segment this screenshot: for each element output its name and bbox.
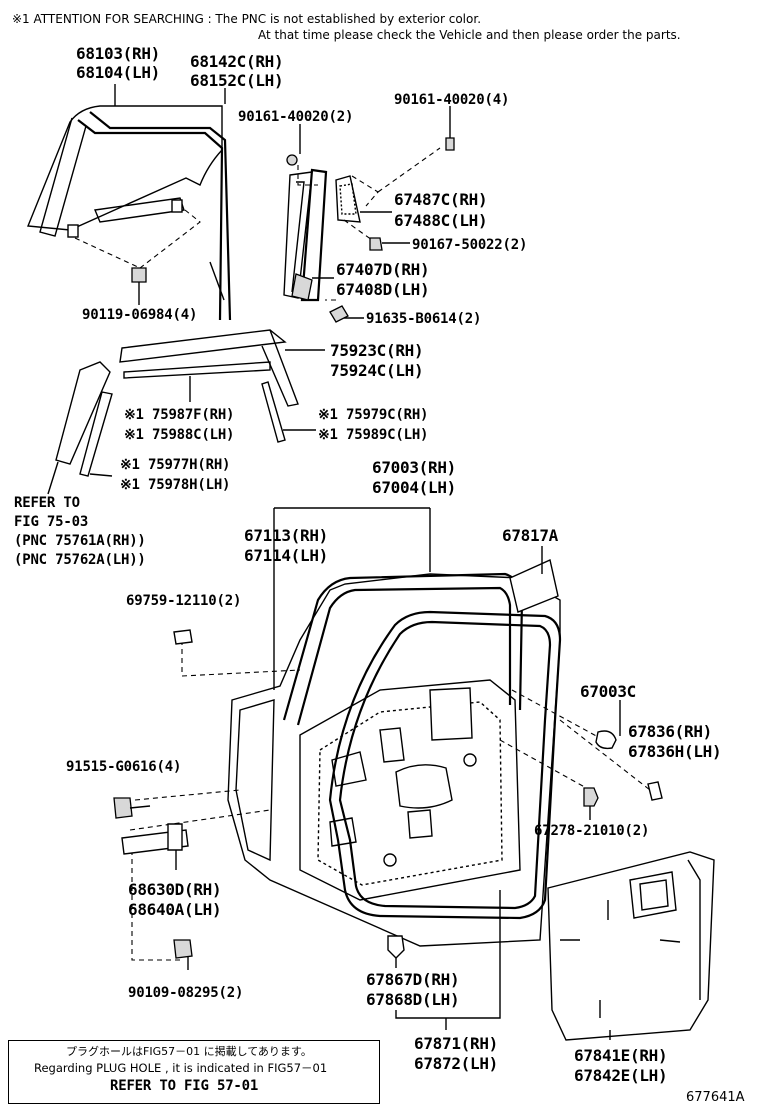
part-90119[interactable]: 90119-06984(4) <box>82 307 198 323</box>
attention-note-line-2: At that time please check the Vehicle an… <box>258 28 681 42</box>
part-68104[interactable]: 68104(LH) <box>76 63 160 82</box>
attention-note-line-1: ※1 ATTENTION FOR SEARCHING : The PNC is … <box>12 12 482 26</box>
part-69759[interactable]: 69759-12110(2) <box>126 593 242 609</box>
part-90161-4[interactable]: 90161-40020(4) <box>394 92 510 108</box>
part-68152c[interactable]: 68152C(LH) <box>190 71 284 90</box>
part-75988c[interactable]: ※1 75988C(LH) <box>124 427 235 443</box>
door-panel-drawing <box>129 572 651 961</box>
part-67408d[interactable]: 67408D(LH) <box>336 280 430 299</box>
part-68103[interactable]: 68103(RH) <box>76 44 160 63</box>
part-68640a[interactable]: 68640A(LH) <box>128 900 222 919</box>
plug-hole-note-jp: プラグホールはFIG57－01 に掲載してあります。 <box>66 1045 312 1058</box>
refer-line-1: REFER TO <box>14 495 80 511</box>
leader-lines <box>114 84 621 1040</box>
part-75978h[interactable]: ※1 75978H(LH) <box>120 477 231 493</box>
window-frame-drawing <box>283 137 455 323</box>
figure-id: 677641A <box>686 1090 745 1105</box>
refer-line-4: (PNC 75762A(LH)) <box>14 552 146 568</box>
part-67004[interactable]: 67004(LH) <box>372 478 456 497</box>
refer-line-3: (PNC 75761A(RH)) <box>14 533 146 549</box>
part-67407d[interactable]: 67407D(RH) <box>336 260 430 279</box>
part-67842e[interactable]: 67842E(LH) <box>574 1066 668 1085</box>
refer-line-2[interactable]: FIG 75-03 <box>14 514 89 530</box>
plug-hole-note-box <box>8 1040 380 1104</box>
part-67817a[interactable]: 67817A <box>502 526 558 545</box>
part-75989c[interactable]: ※1 75989C(LH) <box>318 427 429 443</box>
part-67836[interactable]: 67836(RH) <box>628 722 712 741</box>
part-67868d[interactable]: 67868D(LH) <box>366 990 460 1009</box>
part-67872[interactable]: 67872(LH) <box>414 1054 498 1073</box>
part-67487c[interactable]: 67487C(RH) <box>394 190 488 209</box>
part-91635[interactable]: 91635-B0614(2) <box>366 311 482 327</box>
part-67867d[interactable]: 67867D(RH) <box>366 970 460 989</box>
part-67003[interactable]: 67003(RH) <box>372 458 456 477</box>
small-parts-drawing <box>113 559 715 1041</box>
plug-hole-note-en: Regarding PLUG HOLE , it is indicated in… <box>34 1061 328 1075</box>
part-67278[interactable]: 67278-21010(2) <box>534 823 650 839</box>
part-90109[interactable]: 90109-08295(2) <box>128 985 244 1001</box>
part-75979c[interactable]: ※1 75979C(RH) <box>318 407 429 423</box>
part-75987f[interactable]: ※1 75987F(RH) <box>124 407 235 423</box>
part-75924c[interactable]: 75924C(LH) <box>330 361 424 380</box>
part-90167[interactable]: 90167-50022(2) <box>412 237 528 253</box>
plug-hole-refer-link[interactable]: REFER TO FIG 57-01 <box>110 1078 259 1094</box>
belt-moulding-drawing <box>47 329 325 495</box>
part-90161-2[interactable]: 90161-40020(2) <box>238 109 354 125</box>
part-91515[interactable]: 91515-G0616(4) <box>66 759 182 775</box>
part-67841e[interactable]: 67841E(RH) <box>574 1046 668 1065</box>
part-75923c[interactable]: 75923C(RH) <box>330 341 424 360</box>
part-67836h[interactable]: 67836H(LH) <box>628 742 722 761</box>
part-67114[interactable]: 67114(LH) <box>244 546 328 565</box>
part-68630d[interactable]: 68630D(RH) <box>128 880 222 899</box>
part-67488c[interactable]: 67488C(LH) <box>394 211 488 230</box>
part-75977h[interactable]: ※1 75977H(RH) <box>120 457 231 473</box>
part-67003c[interactable]: 67003C <box>580 682 636 701</box>
door-glass-drawing <box>26 105 232 321</box>
part-67113[interactable]: 67113(RH) <box>244 526 328 545</box>
part-67871[interactable]: 67871(RH) <box>414 1034 498 1053</box>
part-68142c[interactable]: 68142C(RH) <box>190 52 284 71</box>
